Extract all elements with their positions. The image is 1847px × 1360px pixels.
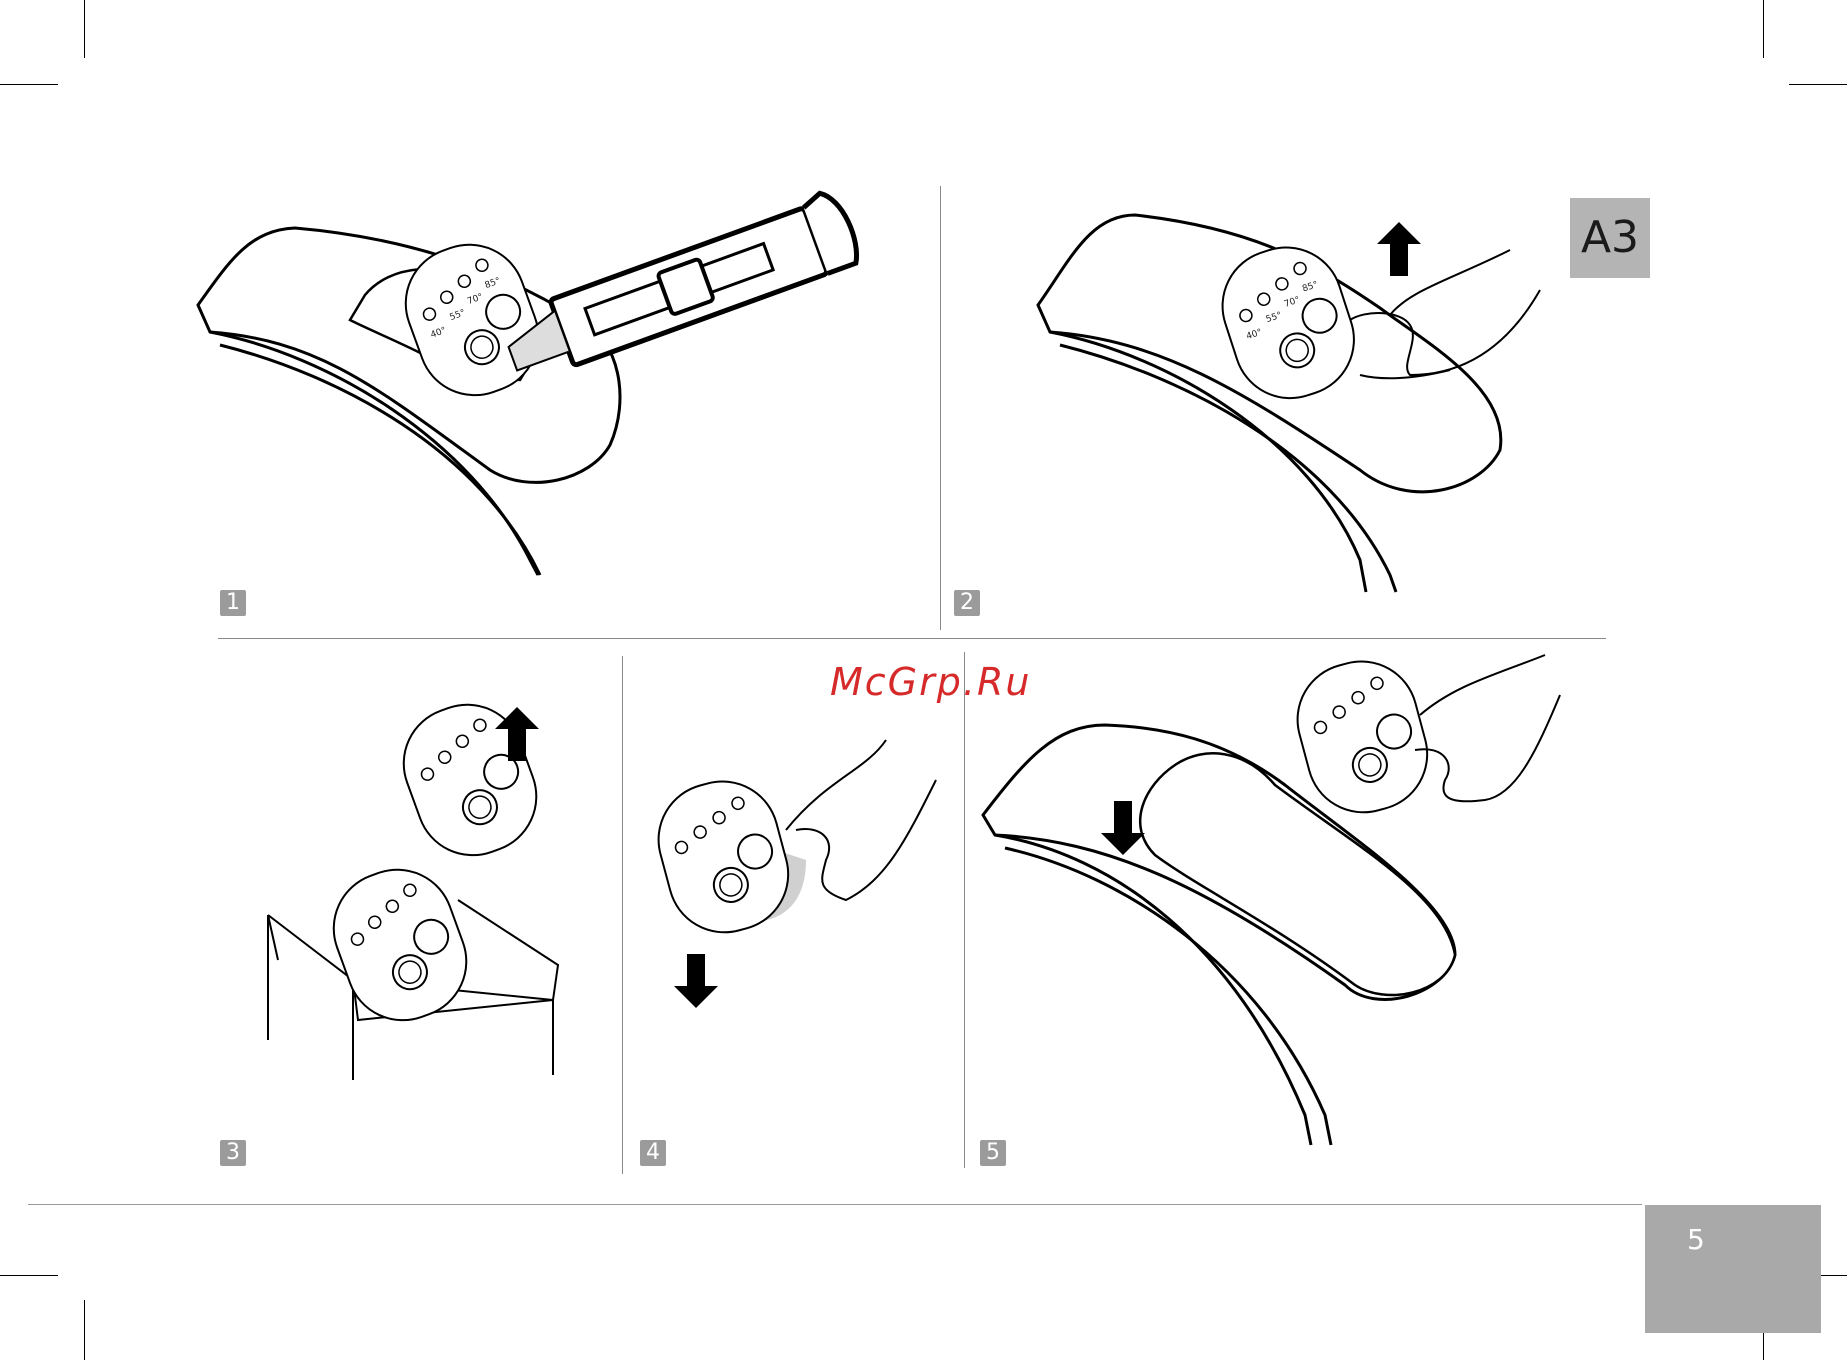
step-number-4: 4: [640, 1140, 666, 1166]
footer-rule: [28, 1204, 1642, 1205]
control-panel: [318, 854, 482, 1036]
panel-divider-horizontal: [218, 638, 1606, 639]
panel-divider-vertical: [964, 652, 965, 1168]
page-number-tab: 5: [1645, 1205, 1821, 1333]
crop-mark: [84, 0, 85, 58]
utility-knife-icon: [496, 187, 863, 384]
hand-icon: [786, 740, 936, 900]
control-panel: [1285, 649, 1440, 825]
step-number-1: 1: [220, 590, 246, 616]
control-panel: [388, 689, 552, 871]
crop-mark: [1789, 84, 1847, 85]
up-arrow-icon: [1377, 222, 1421, 276]
step-4-illustration: [646, 740, 946, 1020]
crop-mark: [84, 1300, 85, 1360]
down-arrow-icon: [674, 954, 718, 1008]
step-number-3: 3: [220, 1140, 246, 1166]
crop-mark: [0, 1275, 58, 1276]
panel-divider-vertical: [940, 186, 941, 630]
crop-mark: [0, 84, 58, 85]
page-number: 5: [1687, 1223, 1705, 1256]
step-number-2: 2: [954, 590, 980, 616]
step-2-illustration: 40° 55° 70° 85°: [1030, 200, 1590, 600]
step-5-illustration: [975, 655, 1615, 1155]
step-1-illustration: 40° 55° 70° 85°: [190, 200, 910, 590]
step-3-illustration: [258, 700, 618, 1090]
panel-divider-vertical: [622, 656, 623, 1174]
control-panel: [646, 769, 801, 945]
crop-mark: [1763, 0, 1764, 58]
hand-icon: [1415, 655, 1560, 801]
